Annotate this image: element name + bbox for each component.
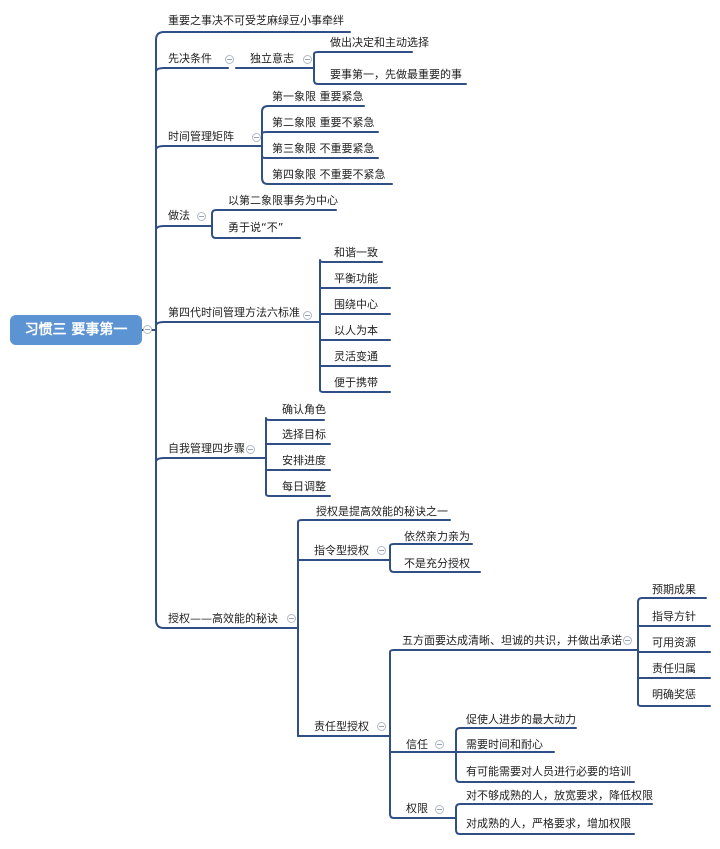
- link-b5-items: [303, 259, 391, 393]
- node-directive-delegation[interactable]: 指令型授权: [314, 544, 369, 557]
- list-item[interactable]: 第二象限 重要不紧急: [272, 116, 375, 129]
- list-item[interactable]: 不是充分授权: [404, 557, 470, 570]
- collapse-toggle-icon[interactable]: [197, 212, 206, 221]
- collapse-toggle-icon[interactable]: [246, 445, 255, 454]
- list-item[interactable]: 勇于说“不”: [228, 221, 284, 234]
- list-item[interactable]: 平衡功能: [334, 272, 378, 285]
- link-trust-items: [435, 727, 635, 783]
- list-item[interactable]: 促使人进步的最大动力: [466, 713, 576, 726]
- list-item[interactable]: 责任归属: [652, 662, 696, 675]
- collapse-toggle-icon[interactable]: [252, 133, 261, 142]
- node-independent-will[interactable]: 独立意志: [250, 52, 294, 65]
- list-item[interactable]: 指导方针: [652, 610, 696, 623]
- list-item[interactable]: 以第二象限事务为中心: [228, 194, 338, 207]
- list-item[interactable]: 选择目标: [282, 428, 326, 441]
- collapse-toggle-icon[interactable]: [623, 636, 632, 645]
- collapse-toggle-icon[interactable]: [377, 546, 386, 555]
- underline-b5: [155, 321, 305, 327]
- list-item[interactable]: 第一象限 重要紧急: [272, 90, 364, 103]
- collapse-toggle-icon[interactable]: [435, 805, 444, 814]
- underline-b2: [155, 67, 229, 73]
- list-item[interactable]: 需要时间和耐心: [466, 738, 543, 751]
- link-b4-items: [199, 209, 337, 239]
- branch-priority-principle[interactable]: 重要之事决不可受芝麻绿豆小事牵绊: [168, 14, 344, 27]
- link-stewardship-children: [377, 649, 621, 819]
- node-stewardship-delegation[interactable]: 责任型授权: [314, 720, 369, 733]
- root-node[interactable]: 习惯三 要事第一: [10, 315, 142, 345]
- trunk-line: [155, 31, 165, 629]
- list-item[interactable]: 依然亲力亲为: [404, 530, 470, 543]
- branch-six-standards[interactable]: 第四代时间管理方法六标准: [168, 306, 300, 319]
- branch-practice[interactable]: 做法: [168, 209, 190, 222]
- list-item[interactable]: 安排进度: [282, 454, 326, 467]
- underline-b3: [155, 145, 257, 151]
- underline-b6: [155, 457, 251, 463]
- list-item[interactable]: 明确奖惩: [652, 688, 696, 701]
- branch-delegation[interactable]: 授权——高效能的秘诀: [168, 612, 278, 625]
- link-authority-items: [435, 803, 653, 835]
- list-item[interactable]: 第四象限 不重要不紧急: [272, 168, 386, 181]
- node-delegation-intro[interactable]: 授权是提高效能的秘诀之一: [316, 505, 448, 518]
- collapse-toggle-icon[interactable]: [377, 722, 386, 731]
- node-five-aspects[interactable]: 五方面要达成清晰、坦诚的共识，并做出承诺: [402, 634, 622, 647]
- list-item[interactable]: 有可能需要对人员进行必要的培训: [466, 765, 631, 778]
- list-item[interactable]: 对不够成熟的人，放宽要求，降低权限: [466, 789, 653, 802]
- list-item[interactable]: 灵活变通: [334, 350, 378, 363]
- collapse-toggle-icon[interactable]: [303, 311, 312, 320]
- collapse-toggle-icon[interactable]: [303, 55, 312, 64]
- link-five-items: [619, 597, 711, 707]
- node-trust[interactable]: 信任: [406, 738, 428, 751]
- branch-prerequisite[interactable]: 先决条件: [168, 52, 212, 65]
- list-item[interactable]: 要事第一，先做最重要的事: [330, 68, 462, 81]
- branch-time-matrix[interactable]: 时间管理矩阵: [168, 130, 234, 143]
- link-b7-trunk: [287, 519, 451, 737]
- collapse-toggle-icon[interactable]: [435, 740, 444, 749]
- link-b2-items: [305, 51, 467, 85]
- collapse-toggle-icon[interactable]: [143, 325, 152, 334]
- list-item[interactable]: 第三象限 不重要紧急: [272, 142, 375, 155]
- node-authority[interactable]: 权限: [406, 802, 428, 815]
- list-item[interactable]: 以人为本: [334, 324, 378, 337]
- list-item[interactable]: 可用资源: [652, 636, 696, 649]
- list-item[interactable]: 每日调整: [282, 480, 326, 493]
- branch-self-management[interactable]: 自我管理四步骤: [168, 442, 245, 455]
- link-b6-items: [249, 417, 331, 497]
- list-item[interactable]: 和谐一致: [334, 246, 378, 259]
- collapse-toggle-icon[interactable]: [287, 614, 296, 623]
- list-item[interactable]: 做出决定和主动选择: [330, 36, 429, 49]
- list-item[interactable]: 对成熟的人，严格要求，增加权限: [466, 817, 631, 830]
- underline-b4: [155, 225, 201, 231]
- list-item[interactable]: 便于携带: [334, 376, 378, 389]
- list-item[interactable]: 确认角色: [282, 403, 326, 416]
- list-item[interactable]: 围绕中心: [334, 298, 378, 311]
- collapse-toggle-icon[interactable]: [225, 55, 234, 64]
- link-directive-items: [377, 543, 481, 573]
- list-item[interactable]: 预期成果: [652, 583, 696, 596]
- link-b3-items: [255, 105, 393, 185]
